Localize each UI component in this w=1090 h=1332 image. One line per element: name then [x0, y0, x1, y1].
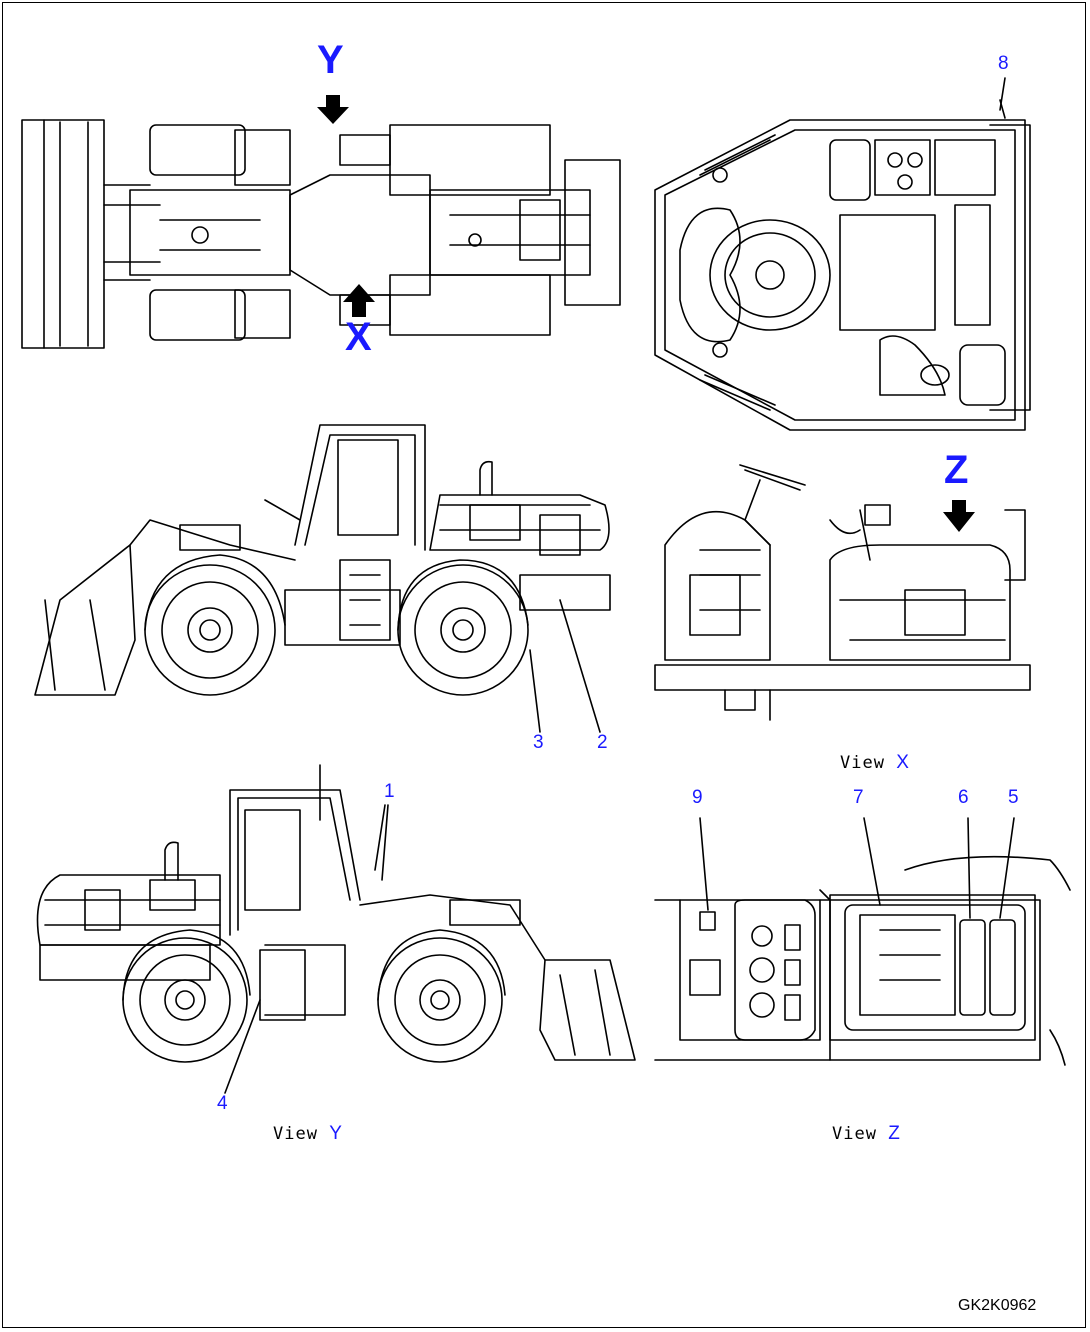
- loader-side-view-left: [34, 424, 611, 733]
- view-z-arrow-label: Z: [944, 448, 969, 492]
- loader-top-view: [21, 119, 621, 349]
- callout-8: 8: [998, 53, 1009, 74]
- callout-9: 9: [692, 787, 703, 808]
- view-z-letter: Z: [888, 1123, 901, 1144]
- view-z-drawing: [654, 817, 1071, 1066]
- callout-8-leader: [999, 77, 1006, 111]
- callout-4: 4: [217, 1093, 228, 1114]
- view-x-letter: X: [896, 752, 910, 773]
- view-x-drawing: [654, 464, 1031, 721]
- loader-side-view-y: [36, 764, 636, 1094]
- view-x-caption: View X: [840, 752, 910, 774]
- view-y-arrow-label: Y: [317, 38, 344, 82]
- view-y-caption: View Y: [273, 1123, 343, 1145]
- arrow-z-icon: [943, 500, 975, 532]
- view-x-prefix: View: [840, 753, 885, 773]
- view-y-prefix: View: [273, 1124, 318, 1144]
- view-z-caption: View Z: [832, 1123, 901, 1145]
- view-x-arrow-label: X: [345, 315, 372, 359]
- callout-3: 3: [533, 732, 544, 753]
- cab-floor-view: [654, 99, 1031, 431]
- view-y-letter: Y: [329, 1123, 343, 1144]
- callout-2: 2: [597, 732, 608, 753]
- callout-6: 6: [958, 787, 969, 808]
- callout-1-leader: [381, 804, 389, 881]
- callout-5: 5: [1008, 787, 1019, 808]
- callout-1: 1: [384, 781, 395, 802]
- drawing-code: GK2K0962: [958, 1297, 1037, 1314]
- arrow-y-icon: [317, 95, 349, 124]
- view-z-prefix: View: [832, 1124, 877, 1144]
- arrow-x-icon: [343, 284, 375, 317]
- callout-7: 7: [853, 787, 864, 808]
